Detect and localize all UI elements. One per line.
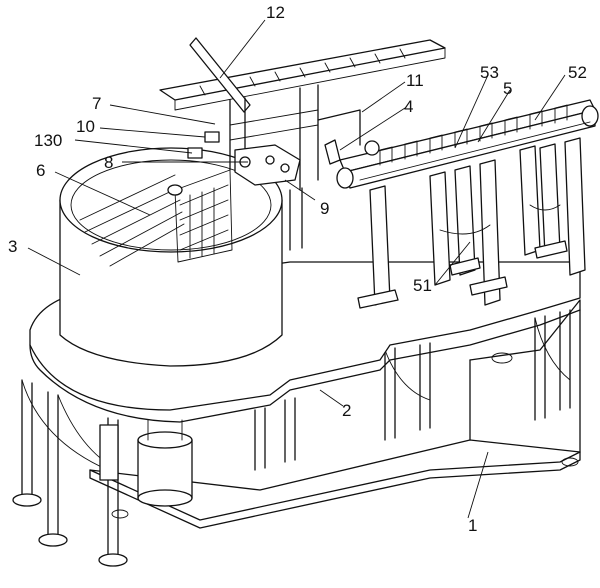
label-7: 7 — [92, 94, 101, 113]
label-3: 3 — [8, 237, 17, 256]
label-9: 9 — [320, 199, 329, 218]
support-legs — [12, 309, 571, 567]
label-51: 51 — [413, 276, 432, 295]
label-12: 12 — [266, 3, 285, 22]
label-4: 4 — [404, 97, 413, 116]
label-130: 130 — [34, 131, 62, 150]
leader-lines — [27, 19, 566, 519]
label-10: 10 — [76, 117, 95, 136]
label-5: 5 — [503, 79, 512, 98]
motor — [99, 419, 193, 507]
conveyor — [336, 99, 599, 189]
label-8: 8 — [104, 153, 113, 172]
hanging-clamps — [357, 137, 586, 309]
label-2: 2 — [342, 401, 351, 420]
label-53: 53 — [480, 63, 499, 82]
tank — [59, 147, 283, 367]
label-1: 1 — [468, 516, 477, 535]
label-11: 11 — [406, 71, 424, 90]
callout-labels: 1 2 3 4 5 6 7 8 9 10 11 12 51 52 53 130 — [8, 3, 587, 535]
label-52: 52 — [568, 63, 587, 82]
label-6: 6 — [36, 161, 45, 180]
